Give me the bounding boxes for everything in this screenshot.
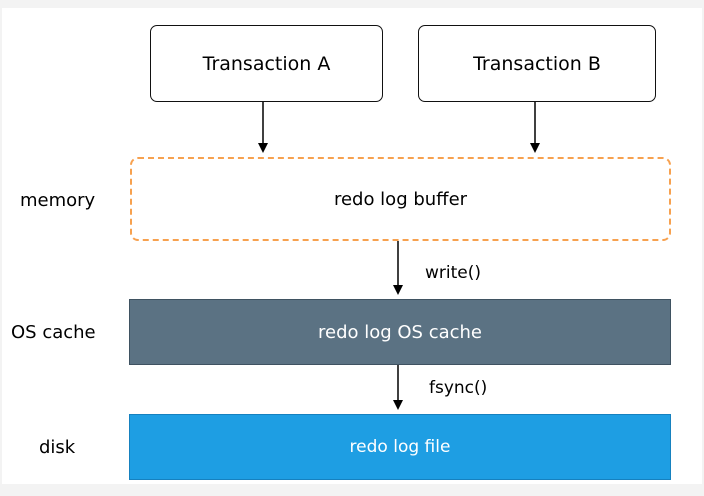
transaction-a-box: Transaction A (150, 25, 383, 102)
layer-label-os-cache: OS cache (11, 321, 96, 343)
arrows-layer (258, 102, 540, 410)
edge-label-write: write() (425, 263, 482, 283)
transaction-b-box: Transaction B (418, 25, 656, 102)
diagram-canvas: Transaction A Transaction B redo log buf… (2, 8, 702, 484)
redo-log-os-cache-box: redo log OS cache (129, 299, 671, 365)
layer-label-memory: memory (20, 189, 96, 211)
redo-log-buffer-box: redo log buffer (130, 157, 671, 241)
edge-label-fsync: fsync() (429, 378, 488, 398)
redo-log-file-box: redo log file (129, 414, 671, 480)
layer-label-disk: disk (39, 436, 76, 458)
